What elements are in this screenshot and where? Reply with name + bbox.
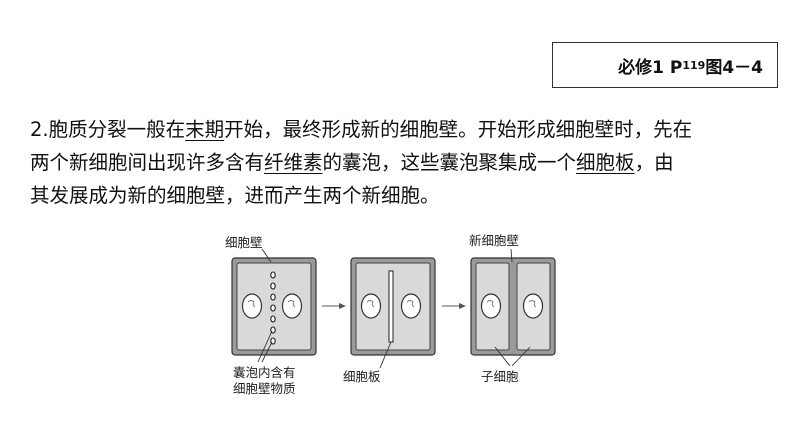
label-cell-wall: 细胞壁	[225, 235, 263, 250]
label-daughter-cells: 子细胞	[481, 369, 519, 384]
paragraph-line-3: 其发展成为新的细胞壁，进而产生两个新细胞。	[30, 179, 780, 212]
arrow-right-icon	[442, 303, 466, 309]
paragraph-line-1: 2.胞质分裂一般在末期开始，最终形成新的细胞壁。开始形成细胞壁时，先在	[30, 113, 780, 146]
label-vesicles-line2: 细胞壁物质	[233, 381, 296, 396]
paragraph-text-run: 两个新细胞间出现许多含有	[30, 151, 265, 174]
label-vesicles-line1: 囊泡内含有	[233, 365, 296, 380]
label-cell-plate: 细胞板	[343, 369, 381, 384]
underlined-term: 纤维素	[264, 151, 323, 174]
paragraph-text-run: 开始，最终形成新的细胞壁。开始形成细胞壁时，先在	[224, 118, 693, 141]
vesicles	[270, 271, 276, 345]
cell-stage-vesicles	[231, 257, 317, 356]
leader-lines	[257, 248, 531, 369]
arrow-right-icon	[322, 303, 346, 309]
cell-stage-cell-plate	[350, 257, 436, 356]
paragraph-line-2: 两个新细胞间出现许多含有纤维素的囊泡，这些囊泡聚集成一个细胞板，由	[30, 146, 780, 179]
cytokinesis-paragraph: 2.胞质分裂一般在末期开始，最终形成新的细胞壁。开始形成细胞壁时，先在 两个新细…	[30, 113, 780, 212]
reference-suffix: 图4－4	[705, 57, 763, 78]
paragraph-text-run: 其发展成为新的细胞壁，进而产生两个新细胞。	[30, 184, 440, 207]
paragraph-text-run: 的囊泡，这些囊泡聚集成一个	[322, 151, 577, 174]
cell-stage-daughter-cells	[470, 257, 556, 356]
paragraph-text-run: 2.胞质分裂一般在	[30, 118, 186, 141]
label-new-cell-wall: 新细胞壁	[469, 233, 519, 248]
reference-prefix: 必修1 P	[618, 57, 683, 78]
underlined-term: 细胞板	[576, 151, 635, 174]
underlined-term: 末期	[185, 118, 225, 141]
paragraph-text-run: ，由	[634, 151, 674, 174]
reference-page-subscript: 119	[682, 58, 706, 72]
